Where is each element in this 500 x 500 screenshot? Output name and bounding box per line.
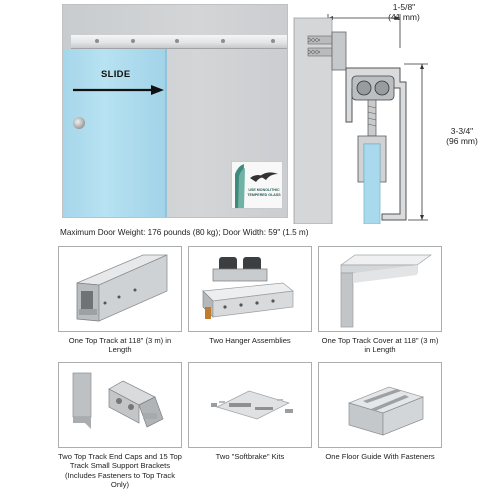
track-screw <box>95 39 99 43</box>
track-screw <box>175 39 179 43</box>
product-photo: SLIDE USE MONOLITHIC TEMPERED GLASS <box>62 4 288 218</box>
door-spec-text: Maximum Door Weight: 176 pounds (80 kg);… <box>60 228 309 237</box>
width-dimension: 1-5/8" (41 mm) <box>374 2 434 22</box>
floor-guide-image <box>318 362 442 448</box>
top-track-icon <box>76 254 168 322</box>
softbrake-kits-image <box>188 362 312 448</box>
track-screw <box>271 39 275 43</box>
door-knob <box>73 117 85 129</box>
glass-bird-logo-icon <box>235 164 278 208</box>
top-track-image <box>58 246 182 332</box>
top-track-rail <box>71 35 287 49</box>
logo-text: USE MONOLITHIC TEMPERED GLASS <box>247 188 281 197</box>
width-imperial: 1-5/8" <box>392 2 416 12</box>
track-cover-icon <box>339 254 433 328</box>
end-cap-bracket-icon <box>72 372 164 429</box>
floor-guide-caption: One Floor Guide With Fasteners <box>325 452 435 461</box>
height-imperial: 3-3/4" <box>450 126 474 136</box>
tempered-glass-logo: USE MONOLITHIC TEMPERED GLASS <box>231 161 283 209</box>
hanger-assemblies-image <box>188 246 312 332</box>
height-metric: (96 mm) <box>446 136 478 146</box>
top-track-caption: One Top Track at 118" (3 m) in Length <box>68 336 172 355</box>
slide-arrow-icon <box>73 85 164 95</box>
end-caps-brackets-image <box>58 362 182 448</box>
softbrake-kit-icon <box>211 390 293 420</box>
width-metric: (41 mm) <box>388 12 420 22</box>
track-cross-section-diagram: 1-5/8" (41 mm) 3-3/4" (96 mm) <box>292 2 498 225</box>
height-dimension: 3-3/4" (96 mm) <box>432 126 492 146</box>
top-track-cover-caption: One Top Track Cover at 118" (3 m) in Len… <box>321 336 439 355</box>
track-screw <box>131 39 135 43</box>
top-track-cover-image <box>318 246 442 332</box>
floor-guide-icon <box>347 386 425 436</box>
glass-door-panel <box>63 49 167 217</box>
track-screw <box>221 39 225 43</box>
hanger-assemblies-caption: Two Hanger Assemblies <box>209 336 291 345</box>
slide-label: SLIDE <box>101 69 131 80</box>
cross-section-drawing <box>293 14 428 225</box>
softbrake-kits-caption: Two "Softbrake" Kits <box>215 452 285 461</box>
hanger-assembly-icon <box>202 257 294 319</box>
end-caps-brackets-caption: Two Top Track End Caps and 15 Top Track … <box>58 452 182 490</box>
